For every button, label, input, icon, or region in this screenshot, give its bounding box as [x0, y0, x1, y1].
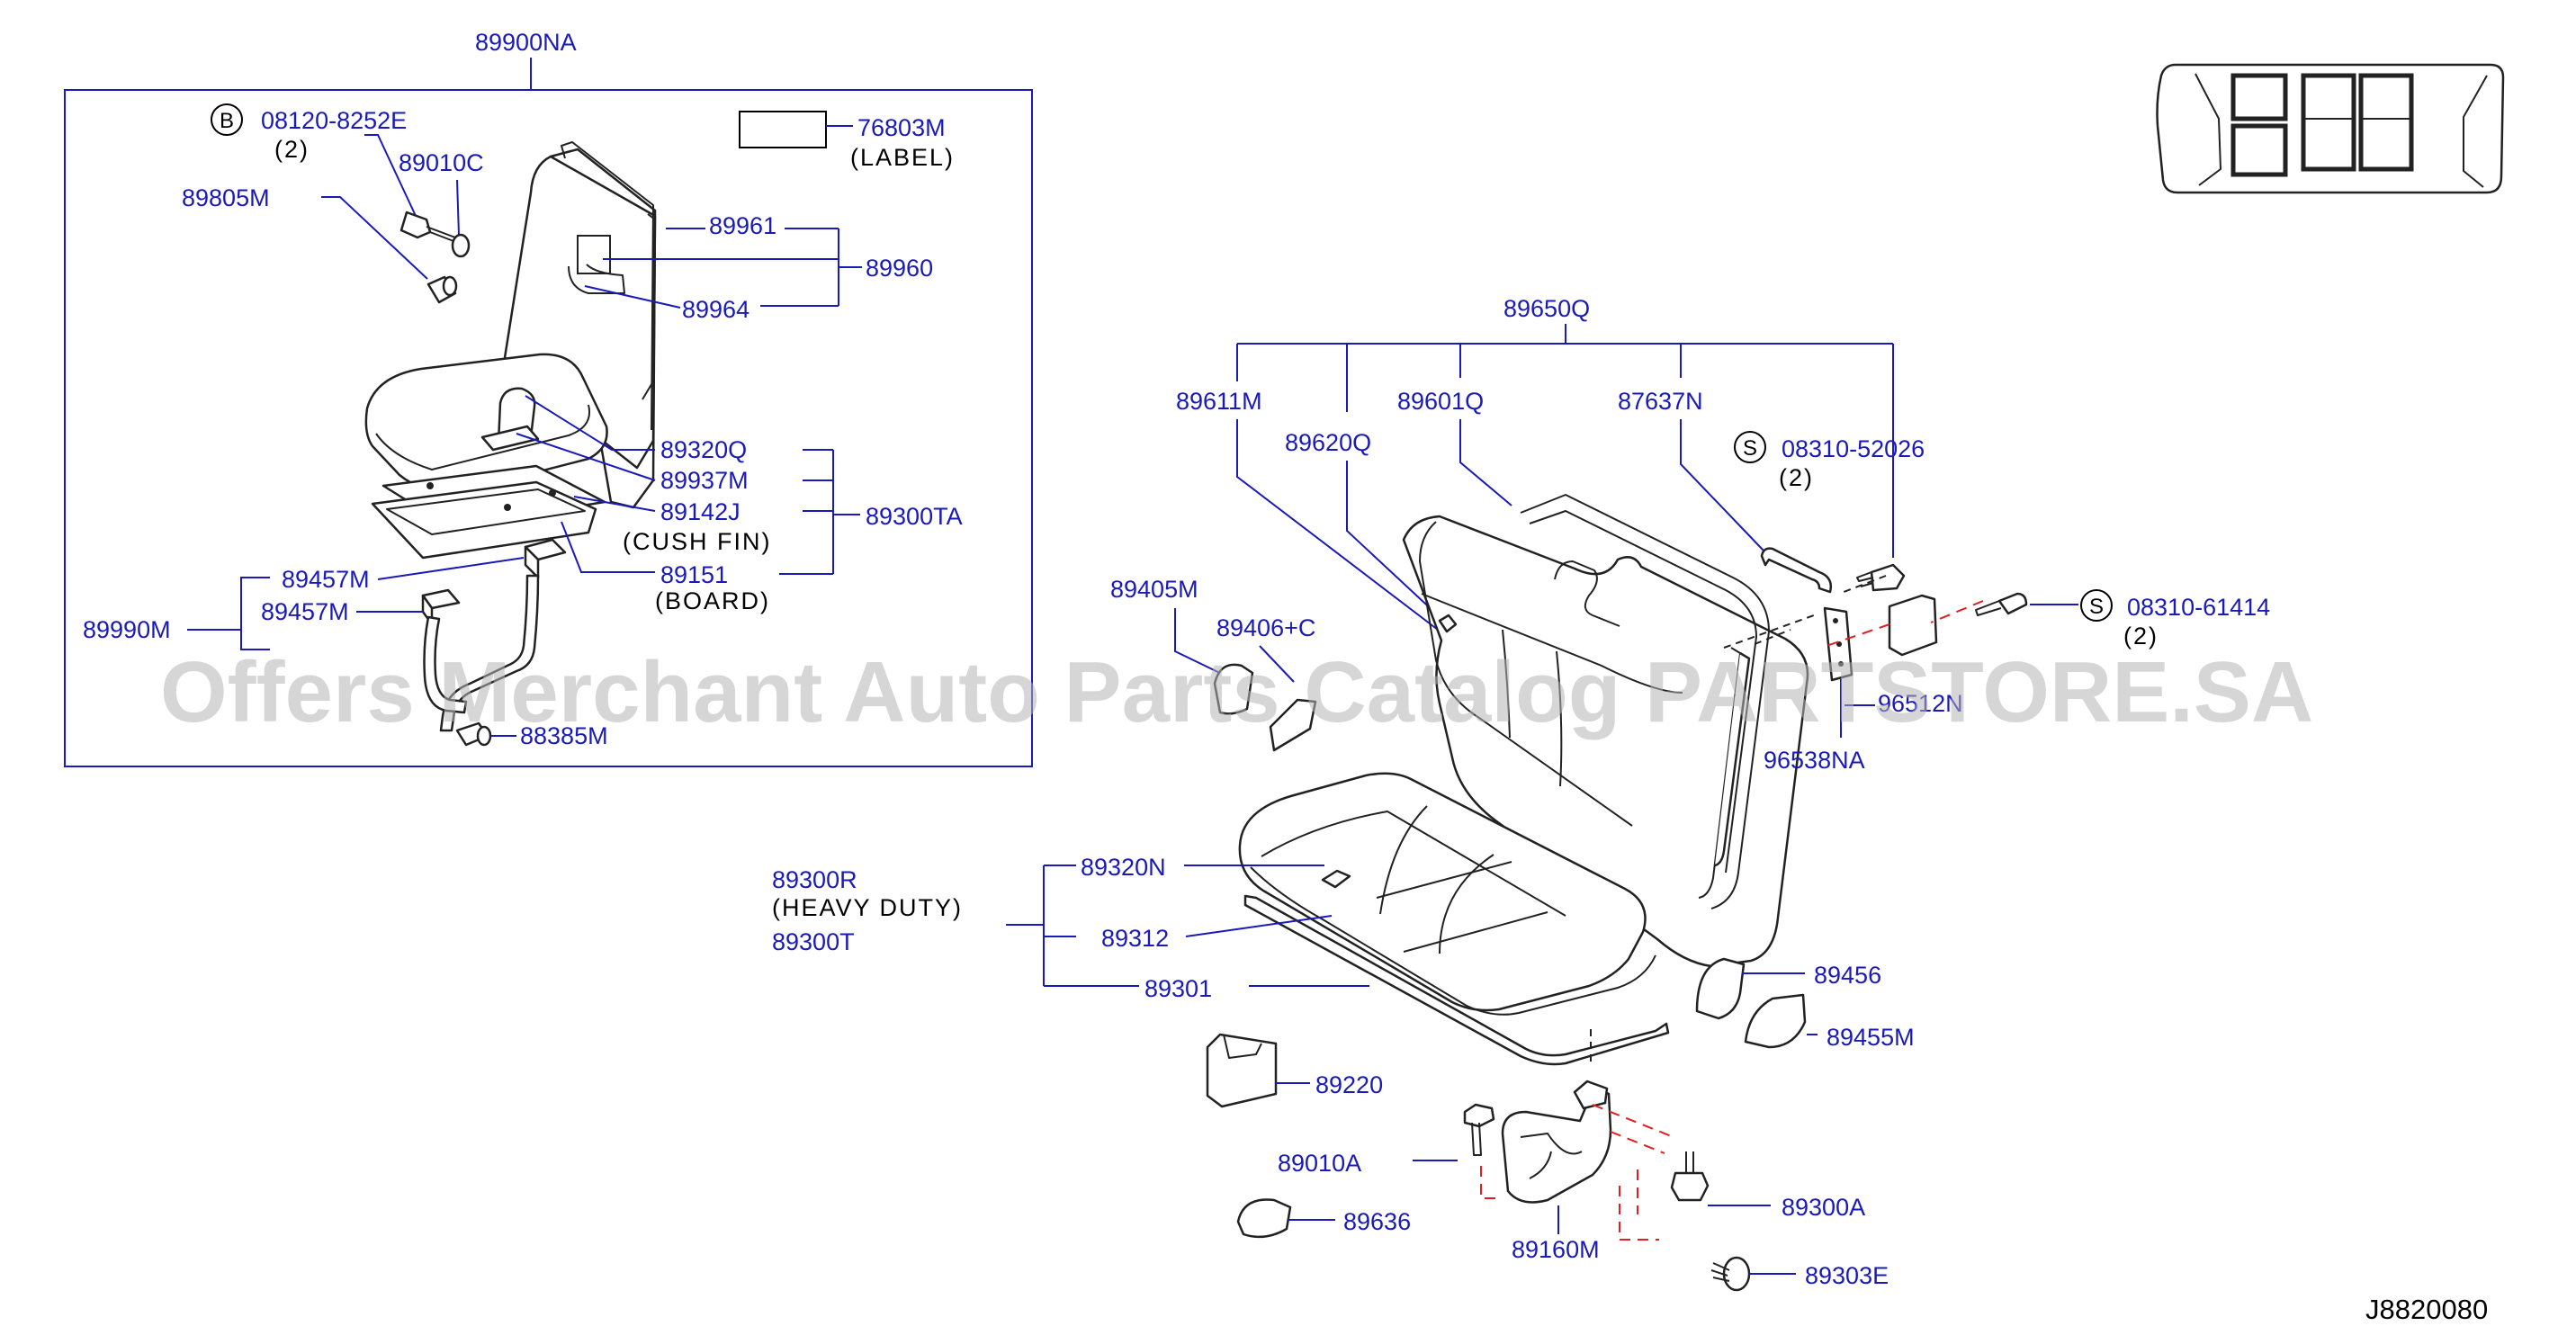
label-76803M[interactable]: 76803M — [857, 114, 946, 141]
assembly-89900NA-inset: 89900NA B 08120-8252E (2) 89010C 89805M … — [64, 29, 1033, 767]
label-89650Q[interactable]: 89650Q — [1503, 295, 1590, 322]
label-96512N[interactable]: 96512N — [1878, 690, 1963, 717]
side-covers: 89456 89455M — [1695, 957, 1915, 1051]
label-89636[interactable]: 89636 — [1343, 1208, 1411, 1235]
label-89300A[interactable]: 89300A — [1782, 1194, 1865, 1221]
label-08310-61414[interactable]: 08310-61414 — [2127, 594, 2270, 621]
label-89406C[interactable]: 89406+C — [1216, 614, 1315, 641]
label-sticker-76803M — [739, 111, 827, 148]
hinge-bracket-89160M: 89160M — [1480, 1026, 1674, 1263]
bracket-cover-89220: 89220 — [1206, 1033, 1383, 1108]
label-89960[interactable]: 89960 — [866, 255, 933, 282]
label-89620Q[interactable]: 89620Q — [1285, 429, 1371, 456]
label-89455M[interactable]: 89455M — [1827, 1024, 1915, 1051]
inset-frame — [64, 89, 1033, 767]
seat-cushion-89300TA — [364, 353, 608, 494]
note-89300R: (HEAVY DUTY) — [772, 894, 963, 921]
label-89964[interactable]: 89964 — [682, 296, 749, 323]
qty-08310-52026: (2) — [1779, 464, 1814, 491]
leg-assembly-89990M — [421, 538, 567, 747]
label-89303E[interactable]: 89303E — [1805, 1262, 1889, 1289]
qty-08120-8252E: (2) — [274, 136, 310, 163]
label-89142J[interactable]: 89142J — [660, 498, 740, 525]
qty-08310-61414: (2) — [2123, 623, 2159, 650]
symbol-b: B — [220, 109, 234, 133]
bolt-89300A: 89300A — [1670, 1151, 1865, 1221]
bolt-08120-8252E — [399, 211, 456, 242]
label-89611M[interactable]: 89611M — [1176, 388, 1262, 415]
vehicle-location-icon — [2156, 63, 2505, 194]
label-08310-52026[interactable]: 08310-52026 — [1782, 435, 1925, 462]
bolt-89010A: 89010A — [1278, 1103, 1495, 1177]
hinge-covers: 89405M 89406+C — [1110, 576, 1317, 752]
washer-89010C — [451, 233, 471, 258]
note-89151: (BOARD) — [655, 587, 770, 614]
symbol-s-1: S — [1743, 436, 1757, 461]
label-89300T[interactable]: 89300T — [772, 928, 855, 955]
label-96538NA[interactable]: 96538NA — [1764, 747, 1865, 774]
plug-89805M — [426, 275, 458, 304]
label-89220[interactable]: 89220 — [1315, 1071, 1383, 1098]
note-89142J: (CUSH FIN) — [623, 528, 771, 555]
label-89320Q[interactable]: 89320Q — [660, 436, 747, 463]
note-76803M: (LABEL) — [850, 144, 955, 171]
label-89010C[interactable]: 89010C — [399, 149, 484, 176]
label-89457M-1[interactable]: 89457M — [282, 566, 370, 593]
label-89300R[interactable]: 89300R — [772, 866, 857, 893]
label-87637N[interactable]: 87637N — [1618, 388, 1703, 415]
symbol-s-circle-2 — [2080, 589, 2113, 622]
label-89151[interactable]: 89151 — [660, 561, 728, 588]
label-89990M[interactable]: 89990M — [83, 616, 171, 643]
label-89937M[interactable]: 89937M — [660, 467, 749, 494]
label-89805M[interactable]: 89805M — [182, 184, 270, 211]
label-89010A[interactable]: 89010A — [1278, 1150, 1361, 1177]
label-89301[interactable]: 89301 — [1144, 975, 1212, 1002]
label-08120-8252E[interactable]: 08120-8252E — [261, 107, 407, 134]
watermark: Offers Merchant Auto Parts Catalog PARTS… — [160, 644, 2313, 740]
label-89456[interactable]: 89456 — [1814, 962, 1881, 989]
cap-89636: 89636 — [1236, 1198, 1411, 1239]
symbol-s-2: S — [2089, 595, 2104, 619]
main-seat-back-89650Q: 89650Q 89611M 89620Q 89601Q 87637N S 083… — [1176, 295, 2270, 968]
label-89300TA[interactable]: 89300TA — [866, 503, 963, 530]
cushion-finisher-89142J — [371, 464, 606, 560]
label-89405M[interactable]: 89405M — [1110, 576, 1198, 603]
label-89457M-2[interactable]: 89457M — [261, 598, 349, 625]
symbol-b-circle — [211, 103, 243, 136]
diagram-code: J8820080 — [2365, 1294, 2488, 1325]
label-89601Q[interactable]: 89601Q — [1397, 388, 1484, 415]
clip-89303E: 89303E — [1710, 1256, 1889, 1292]
label-88385M[interactable]: 88385M — [520, 722, 608, 749]
label-89320N[interactable]: 89320N — [1081, 854, 1166, 881]
label-89312[interactable]: 89312 — [1101, 925, 1169, 952]
label-89961[interactable]: 89961 — [709, 212, 776, 239]
label-89160M[interactable]: 89160M — [1512, 1236, 1600, 1263]
main-seat-cushion-89301 — [1238, 772, 1670, 1066]
label-89900NA[interactable]: 89900NA — [475, 29, 577, 56]
symbol-s-circle-1 — [1734, 431, 1766, 463]
